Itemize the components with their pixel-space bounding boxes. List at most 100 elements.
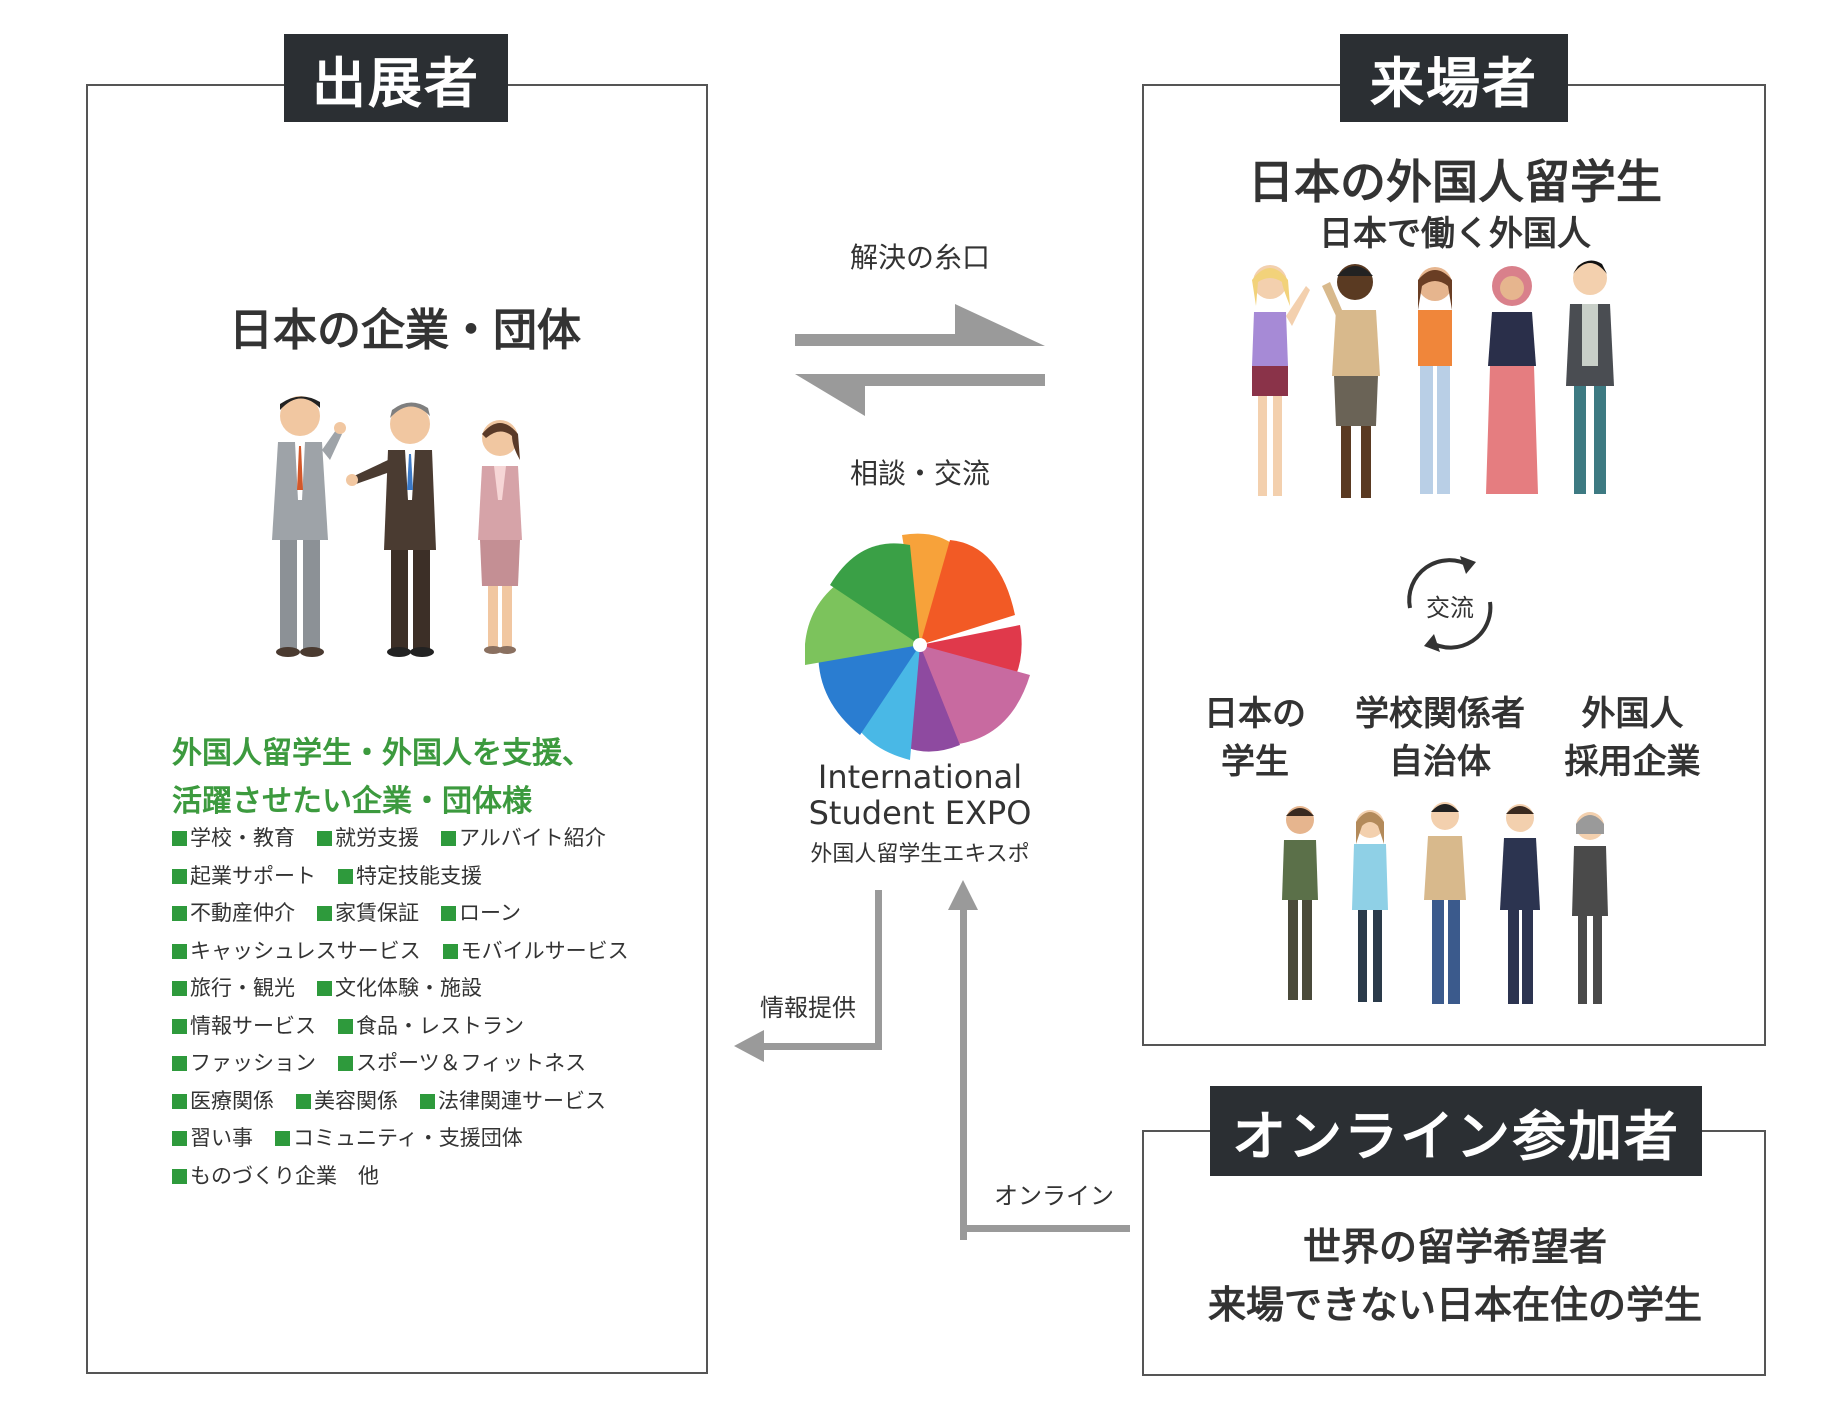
businessman-brown-figure bbox=[346, 402, 436, 657]
green-square-icon bbox=[172, 1131, 187, 1146]
person-hijab-figure bbox=[1486, 266, 1538, 494]
green-square-icon bbox=[275, 1131, 290, 1146]
category-item: 習い事 bbox=[172, 1126, 253, 1150]
logo-line1: International bbox=[817, 758, 1023, 796]
category-row: 不動産仲介家賃保証ローン bbox=[172, 895, 692, 933]
cycle-arrow-icon bbox=[1407, 558, 1472, 609]
category-row: 学校・教育就労支援アルバイト紹介 bbox=[172, 820, 692, 858]
category-item: 就労支援 bbox=[317, 826, 419, 850]
green-square-icon bbox=[338, 868, 353, 884]
online-line2: 来場できない日本在住の学生 bbox=[1207, 1283, 1702, 1327]
category-item: 法律関連サービス bbox=[420, 1089, 606, 1113]
green-square-icon bbox=[172, 1093, 187, 1109]
expo-pinwheel-logo bbox=[804, 530, 1035, 760]
person-blonde-figure bbox=[1252, 265, 1310, 496]
category-item: ローン bbox=[441, 901, 521, 925]
group-line1: 学校関係者 bbox=[1355, 694, 1525, 734]
business-people-illustration bbox=[250, 390, 550, 670]
exhibitors-tag-label: 出展者 bbox=[312, 51, 480, 115]
green-square-icon bbox=[442, 943, 458, 959]
person-dark-figure bbox=[1322, 264, 1380, 498]
logo-line2: Student EXPO bbox=[808, 794, 1032, 832]
green-square-icon bbox=[172, 868, 187, 884]
category-item: 旅行・観光 bbox=[172, 976, 295, 1000]
green-square-icon bbox=[317, 906, 332, 921]
green-square-icon bbox=[296, 1093, 311, 1109]
visitor-group-japanese-students: 日本の 学生 bbox=[1180, 690, 1330, 786]
green-square-icon bbox=[172, 943, 187, 959]
green-square-icon bbox=[172, 1056, 187, 1071]
exhibitor-category-list: 学校・教育就労支援アルバイト紹介 起業サポート特定技能支援 不動産仲介家賃保証ロ… bbox=[172, 820, 692, 1195]
exhibitors-tag: 出展者 bbox=[284, 34, 508, 122]
category-row: ものづくり企業 他 bbox=[172, 1158, 692, 1196]
group-line2: 採用企業 bbox=[1564, 742, 1701, 782]
category-row: 医療関係美容関係法律関連サービス bbox=[172, 1083, 692, 1121]
category-item: ものづくり企業 他 bbox=[172, 1164, 379, 1188]
category-item: 医療関係 bbox=[172, 1089, 274, 1113]
visitors-tag: 来場者 bbox=[1340, 34, 1568, 122]
exhibitors-title: 日本の企業・団体 bbox=[229, 305, 581, 356]
exchange-arrows bbox=[795, 300, 1045, 420]
logo-line3: 外国人留学生エキスポ bbox=[810, 842, 1030, 867]
category-item: コミュニティ・支援団体 bbox=[275, 1126, 523, 1150]
left-arrow-head bbox=[795, 374, 865, 416]
student-blue-figure bbox=[1352, 810, 1388, 1002]
category-item: 家賃保証 bbox=[317, 901, 419, 925]
left-arrow-icon bbox=[865, 374, 1045, 386]
businessman-navy-figure bbox=[1500, 804, 1540, 1004]
exhibitors-subtitle-line2: 活躍させたい企業・団体様 bbox=[172, 784, 532, 819]
category-row: 情報サービス食品・レストラン bbox=[172, 1008, 692, 1046]
right-arrow-icon bbox=[795, 322, 1005, 346]
online-label: オンライン bbox=[994, 1182, 1114, 1210]
category-item: 不動産仲介 bbox=[172, 901, 295, 925]
info-arrow-icon bbox=[734, 890, 882, 1062]
exchange-label: 交流 bbox=[1426, 594, 1474, 622]
category-item: 起業サポート bbox=[172, 864, 316, 888]
category-item: スポーツ＆フィットネス bbox=[338, 1051, 586, 1075]
category-item: 文化体験・施設 bbox=[317, 976, 482, 1000]
japanese-visitors-illustration bbox=[1260, 800, 1640, 1010]
green-square-icon bbox=[172, 981, 187, 996]
green-square-icon bbox=[317, 831, 332, 846]
category-item: 情報サービス bbox=[172, 1014, 316, 1038]
category-item: 食品・レストラン bbox=[338, 1014, 524, 1038]
arrow-bottom-label: 相談・交流 bbox=[849, 457, 990, 490]
student-green-figure bbox=[1282, 806, 1318, 1000]
category-item: キャッシュレスサービス bbox=[172, 939, 421, 963]
online-tag: オンライン参加者 bbox=[1210, 1086, 1702, 1176]
category-item: 特定技能支援 bbox=[338, 864, 482, 888]
category-item: アルバイト紹介 bbox=[441, 826, 606, 850]
visitors-subtitle: 日本で働く外国人 bbox=[1319, 214, 1591, 254]
category-item: ファッション bbox=[172, 1051, 316, 1075]
group-line1: 日本の bbox=[1204, 694, 1306, 734]
category-row: ファッションスポーツ＆フィットネス bbox=[172, 1045, 692, 1083]
person-black-hair-figure bbox=[1566, 260, 1614, 494]
pinwheel-icon bbox=[804, 533, 1030, 760]
green-square-icon bbox=[172, 831, 187, 846]
green-square-icon bbox=[172, 906, 187, 921]
green-square-icon bbox=[338, 1056, 353, 1071]
visitors-tag-label: 来場者 bbox=[1370, 51, 1538, 115]
group-line2: 自治体 bbox=[1389, 742, 1491, 782]
green-square-icon bbox=[441, 831, 456, 846]
category-item: 学校・教育 bbox=[172, 826, 295, 850]
right-arrow-head bbox=[955, 304, 1045, 346]
person-orange-figure bbox=[1418, 267, 1452, 494]
businesswoman-pink-figure bbox=[478, 420, 522, 654]
green-square-icon bbox=[172, 1168, 187, 1184]
group-line1: 外国人 bbox=[1581, 694, 1684, 734]
category-item: モバイルサービス bbox=[442, 939, 629, 963]
businesswoman-gray-figure bbox=[1572, 812, 1608, 1004]
category-row: キャッシュレスサービスモバイルサービス bbox=[172, 933, 692, 971]
category-row: 旅行・観光文化体験・施設 bbox=[172, 970, 692, 1008]
green-square-icon bbox=[172, 1018, 187, 1034]
cycle-arrow-icon bbox=[1428, 601, 1493, 650]
official-beige-figure bbox=[1424, 802, 1466, 1004]
foreign-residents-illustration bbox=[1230, 256, 1680, 516]
exhibitors-box bbox=[86, 84, 708, 1374]
visitor-group-school-officials: 学校関係者 自治体 bbox=[1340, 690, 1540, 786]
arrow-top-label: 解決の糸口 bbox=[849, 241, 990, 274]
category-row: 習い事コミュニティ・支援団体 bbox=[172, 1120, 692, 1158]
green-square-icon bbox=[317, 981, 332, 996]
online-tag-label: オンライン参加者 bbox=[1232, 1104, 1680, 1168]
